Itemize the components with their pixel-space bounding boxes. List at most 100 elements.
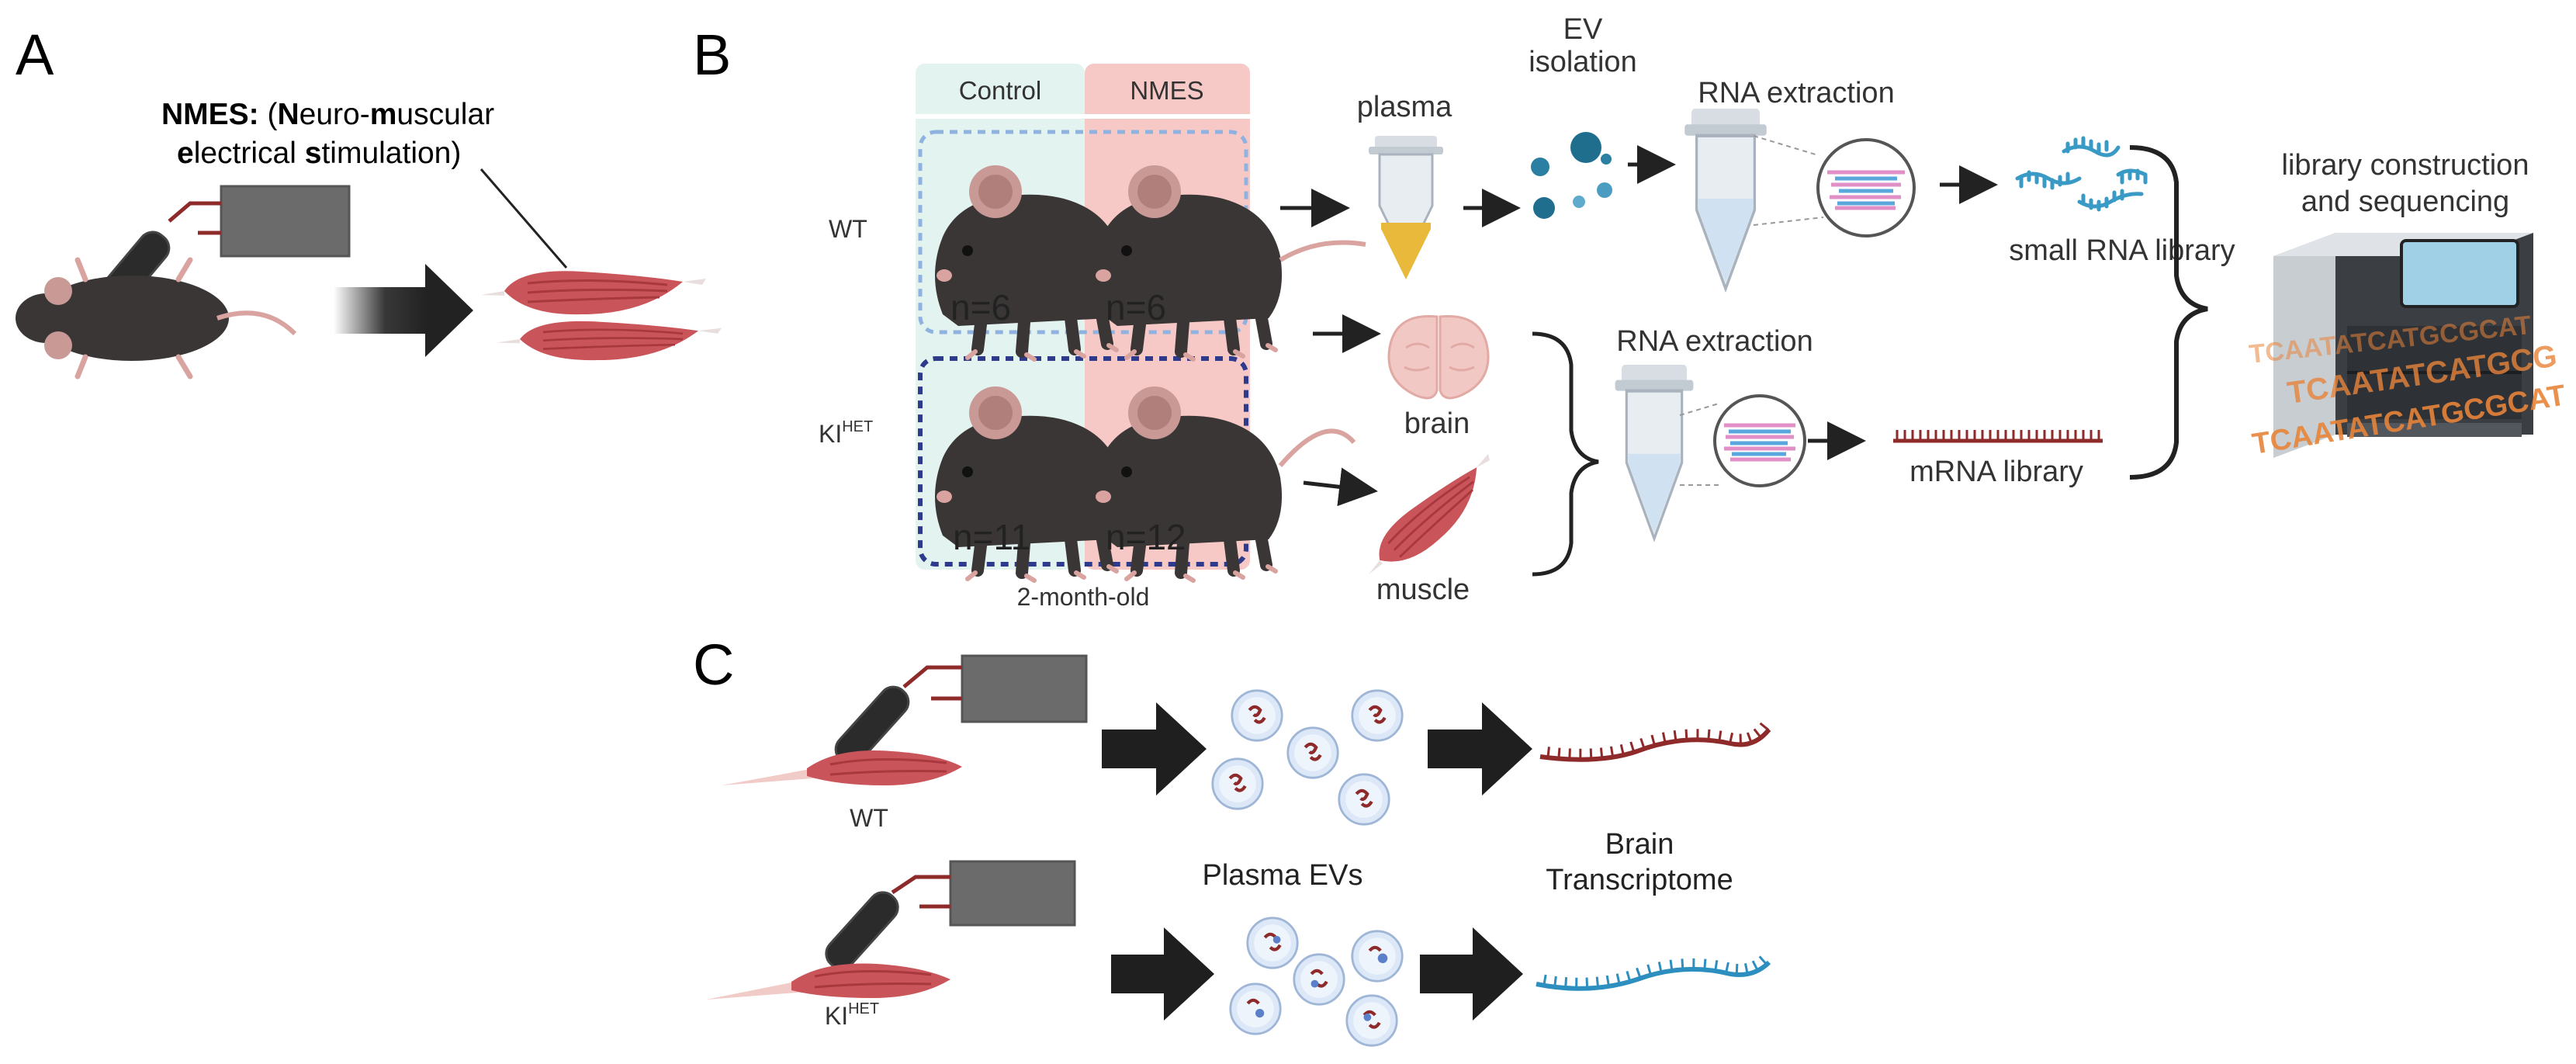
strand-tooth — [1718, 730, 1723, 742]
ev-particle-icon — [1338, 773, 1390, 826]
strand-tooth — [1636, 967, 1642, 979]
muscle-icon — [722, 750, 962, 785]
tube-icon — [1684, 109, 1767, 289]
strand-tooth — [1669, 959, 1674, 971]
strand-tooth — [1661, 732, 1667, 743]
pointer-line — [480, 168, 568, 269]
panel-a-letter: A — [16, 23, 54, 87]
row-wt-label: WT — [829, 215, 867, 243]
strand-tooth — [1626, 970, 1632, 983]
small-rna-library-label: small RNA library — [2009, 234, 2235, 267]
nmes-definition-line1: NMES: (Neuro-muscular — [161, 98, 494, 131]
strand-tooth — [1615, 973, 1621, 985]
strand-tooth — [1646, 964, 1652, 976]
rna-icon — [2015, 136, 2148, 212]
nmes-euro: euro- — [299, 98, 370, 131]
ev-particles-wt — [1211, 689, 1404, 826]
lib-label-line1: library construction — [2282, 149, 2529, 182]
arrow-icon — [1102, 702, 1207, 795]
bracket-icon — [2129, 145, 2208, 480]
strand-tooth — [1684, 729, 1688, 740]
ev-label-line2: isolation — [1529, 46, 1636, 78]
ev-particle-icon — [1293, 953, 1345, 1006]
ev-particle-icon — [1351, 930, 1404, 983]
arrow-icon — [1111, 927, 1214, 1021]
arrow-icon — [334, 264, 473, 357]
strand-tooth — [1743, 963, 1749, 975]
sequencer-icon — [2273, 233, 2533, 458]
strand-tooth — [1650, 734, 1656, 747]
strand-tooth — [1639, 737, 1646, 750]
arrow-icon — [1420, 927, 1523, 1021]
mouse-icon — [16, 257, 297, 380]
nmes-letter-s: s — [305, 137, 322, 170]
strand-tooth — [1681, 958, 1684, 970]
strand-tooth — [1751, 960, 1759, 972]
electrode-icon — [825, 891, 899, 970]
ev-particle-icon — [1286, 726, 1339, 779]
strand-tooth — [1605, 975, 1610, 987]
muscle-icon — [706, 963, 950, 1000]
brain-transcriptome-line1: Brain — [1605, 828, 1674, 861]
panel-b-letter: B — [693, 23, 731, 87]
nmes-lectrical: lectrical — [194, 137, 305, 170]
ev-particle-icon — [1211, 757, 1264, 810]
c-ki-label: KIHET — [825, 1000, 879, 1030]
stimulator-icon — [961, 654, 1088, 723]
stimulator-icon — [220, 185, 351, 258]
mrna-library-label: mRNA library — [1909, 456, 2083, 488]
stimulator-icon — [949, 860, 1076, 927]
rna-extraction-top-label: RNA extraction — [1698, 77, 1894, 109]
strand-tooth — [1619, 743, 1625, 756]
nmes-letter-n: N — [278, 98, 299, 131]
mouse-icon — [1094, 386, 1356, 581]
strand-tooth — [1746, 732, 1753, 743]
bracket-icon — [1532, 331, 1599, 577]
col-control-label: Control — [959, 76, 1041, 105]
muscle-icon — [1353, 447, 1511, 590]
nmes-open-paren: ( — [259, 98, 278, 131]
ev-particle-icon — [1229, 983, 1282, 1035]
strand-tooth — [1673, 730, 1678, 742]
nmes-uscular: uscular — [396, 98, 494, 131]
strand-tooth — [1609, 746, 1615, 757]
rna-icon — [1539, 722, 1771, 762]
ev-particles-ki — [1229, 917, 1404, 1047]
nmes-timulation: timulation) — [321, 137, 461, 170]
nmes-definition-line2: electrical stimulation) — [177, 137, 461, 170]
ev-particle-icon — [1531, 132, 1612, 219]
strand-tooth — [1564, 977, 1568, 989]
age-label: 2-month-old — [1017, 583, 1150, 611]
strand-tooth — [1735, 963, 1739, 975]
nmes-acronym: NMES: — [161, 98, 259, 131]
nmes-letter-e: e — [177, 137, 194, 170]
strand-tooth — [1629, 741, 1636, 753]
strand-tooth — [1657, 962, 1663, 973]
strand-tooth — [1553, 976, 1557, 987]
muscle-icon — [480, 269, 708, 316]
ev-label-line1: EV — [1563, 13, 1603, 46]
tube-icon — [1615, 365, 1694, 539]
ev-particle-icon — [1231, 689, 1283, 742]
strand-tooth — [1724, 962, 1729, 974]
n-ki-nmes: n=12 — [1106, 517, 1186, 557]
strand-tooth — [1753, 728, 1762, 739]
rna-icon — [1893, 430, 2103, 443]
plasma-evs-label: Plasma EVs — [1203, 859, 1363, 892]
ev-particle-icon — [1345, 994, 1398, 1047]
arrow-icon — [1303, 467, 1378, 507]
strand-tooth — [1714, 960, 1719, 972]
rna-icon — [1536, 955, 1771, 991]
row-ki-label: KIHET — [819, 418, 873, 448]
lib-label-line2: and sequencing — [2301, 185, 2509, 218]
strand-tooth — [1557, 747, 1561, 759]
brain-label: brain — [1404, 407, 1470, 440]
n-wt-nmes: n=6 — [1106, 287, 1166, 328]
ev-particle-icon — [1246, 917, 1299, 969]
strand-tooth — [1542, 974, 1547, 986]
c-wt-label: WT — [850, 804, 888, 832]
panel-c-letter: C — [693, 633, 734, 697]
brain-transcriptome-line2: Transcriptome — [1546, 864, 1733, 896]
electrode-wire — [891, 875, 950, 909]
